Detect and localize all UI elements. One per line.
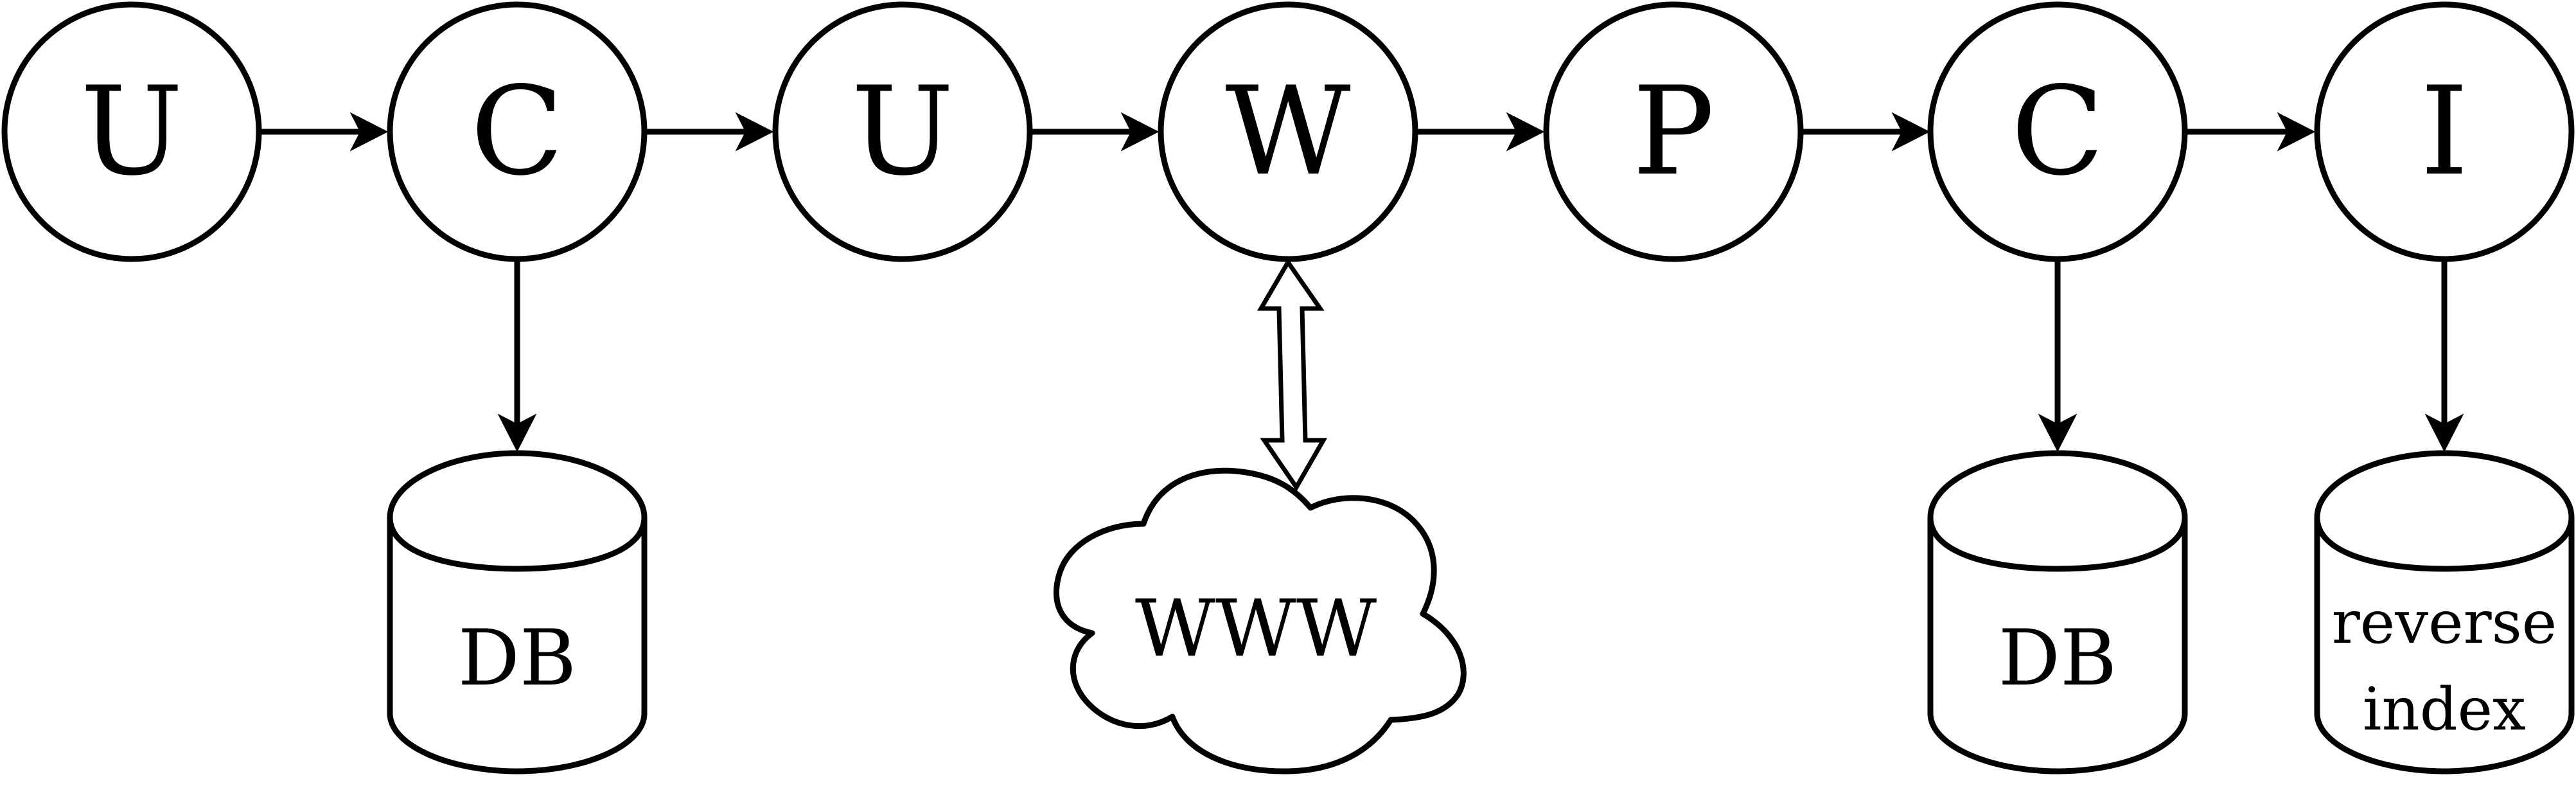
horizontal-edges	[260, 112, 2316, 152]
arrowhead-i-to-index	[2424, 413, 2464, 452]
node-label: I	[2420, 60, 2468, 202]
node-label: C	[2011, 60, 2104, 202]
node-label: W	[1225, 60, 1350, 202]
vertical-edges	[497, 260, 2464, 452]
node-u-1: U	[1, 1, 262, 262]
bidirectional-arrow	[1257, 258, 1328, 492]
database-1: DB	[387, 450, 648, 775]
node-circle	[772, 1, 1033, 262]
arrowhead-p-to-c	[1891, 112, 1930, 152]
node-u-2: U	[772, 1, 1033, 262]
arrowhead-u-to-c	[349, 112, 389, 152]
www-cloud: WWW	[1053, 467, 1467, 775]
node-circle	[1, 1, 262, 262]
database-label: DB	[458, 614, 576, 703]
node-label: P	[1632, 60, 1715, 202]
arrowhead-u-to-w	[1120, 112, 1160, 152]
cloud-icon	[1053, 467, 1467, 775]
database-cylinder-icon	[387, 450, 648, 775]
index-cylinder-icon	[2314, 450, 2575, 775]
database-cylinder-rim	[387, 517, 648, 572]
node-c-1: C	[387, 1, 648, 262]
node-circle	[387, 1, 648, 262]
node-c-2: C	[1927, 1, 2188, 262]
reverse-index: reverse index	[2314, 450, 2575, 775]
node-i: I	[2314, 1, 2575, 262]
arrowhead-c-to-db-1	[497, 413, 537, 452]
index-label-line-1: reverse	[2332, 588, 2557, 657]
node-circle	[2314, 1, 2575, 262]
storage-cylinders: DB DB reverse index	[387, 450, 2575, 775]
node-w: W	[1158, 1, 1418, 262]
index-label-line-2: index	[2363, 675, 2526, 744]
database-label: DB	[1998, 614, 2117, 703]
database-cylinder-rim	[1927, 517, 2188, 572]
database-cylinder-icon	[1927, 450, 2188, 775]
node-label: U	[80, 60, 183, 202]
nodes: U C U W P C I	[1, 1, 2575, 262]
arrowhead-w-to-p	[1506, 112, 1545, 152]
index-cylinder-rim	[2314, 517, 2575, 572]
node-circle	[1543, 1, 1804, 262]
node-label: C	[470, 60, 563, 202]
arrowhead-c-to-i	[2277, 112, 2316, 152]
node-label: U	[851, 60, 954, 202]
database-2: DB	[1927, 450, 2188, 775]
double-arrow-icon	[1257, 258, 1328, 492]
node-circle	[1927, 1, 2188, 262]
arrowhead-c-to-u	[735, 112, 774, 152]
node-p: P	[1543, 1, 1804, 262]
arrowhead-c-to-db-2	[2038, 413, 2078, 452]
cloud-label: WWW	[1135, 583, 1377, 674]
